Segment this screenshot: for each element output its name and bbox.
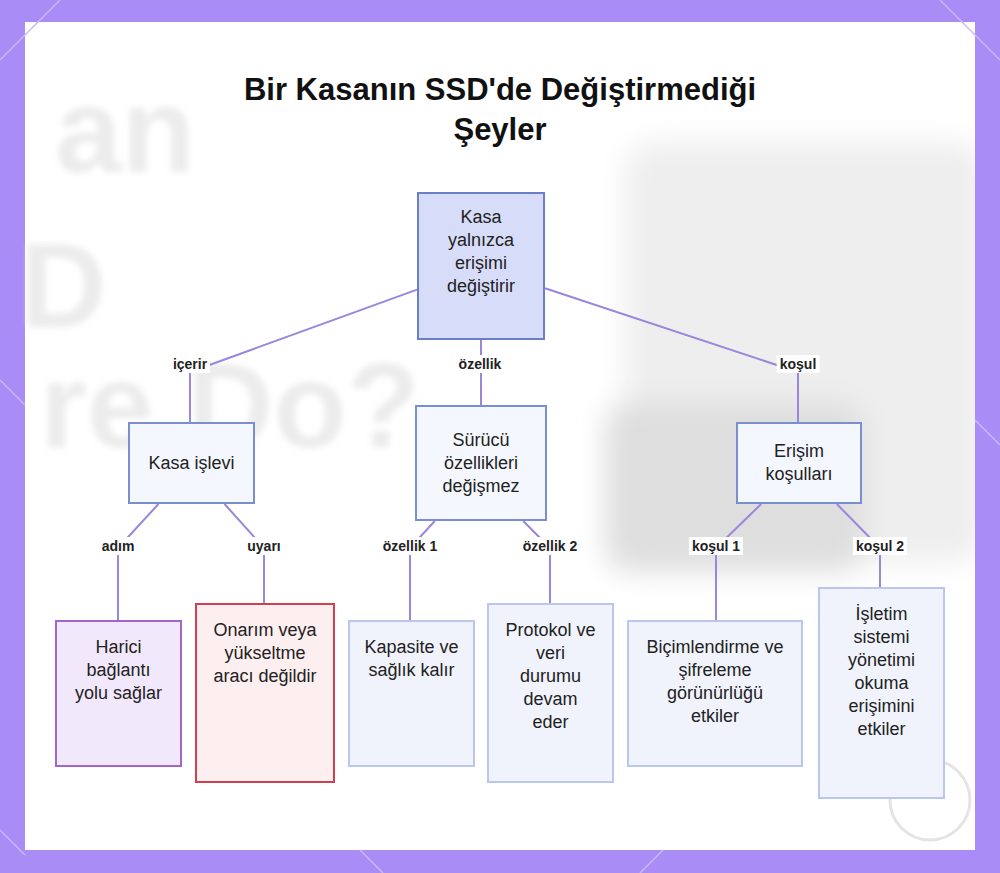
process-box: Protokol ve veri durumu devam eder xyxy=(487,603,614,783)
connector-line xyxy=(545,288,798,422)
process-box: Sürücü özellikleri değişmez xyxy=(415,405,547,521)
box-text: İşletim sistemi yönetimi okuma erişimini… xyxy=(834,603,929,741)
watermark-text: an xyxy=(55,70,195,190)
edge-label: içerir xyxy=(170,355,210,373)
box-text: Kasa işlevi xyxy=(148,452,234,475)
edge-label: uyarı xyxy=(244,537,283,555)
connector-line xyxy=(523,521,550,603)
edge-label: özellik 2 xyxy=(520,537,580,555)
edge-label: özellik xyxy=(456,355,505,373)
box-content: Onarım veya yükseltme aracı değildir xyxy=(211,619,319,688)
box-content: Erişim koşulları xyxy=(752,440,846,486)
box-content: Kasa yalnızca erişimi değiştirir xyxy=(433,206,529,298)
box-text: Harici bağlantı yolu sağlar xyxy=(71,636,166,705)
edge-label: adım xyxy=(99,537,138,555)
process-box: Erişim koşulları xyxy=(736,422,862,504)
process-box: İşletim sistemi yönetimi okuma erişimini… xyxy=(818,587,945,799)
box-text: Kasa yalnızca erişimi değiştirir xyxy=(433,206,529,298)
process-box: Kasa yalnızca erişimi değiştirir xyxy=(417,192,545,340)
process-box: Kapasite ve sağlık kalır xyxy=(348,620,475,767)
box-text: Onarım veya yükseltme aracı değildir xyxy=(211,619,319,688)
edge-label: koşul 1 xyxy=(689,537,743,555)
box-text: Erişim koşulları xyxy=(752,440,846,486)
box-content: İşletim sistemi yönetimi okuma erişimini… xyxy=(834,603,929,741)
connector-line xyxy=(118,504,158,620)
diagram-title: Bir Kasanın SSD'de Değiştirmediği Şeyler xyxy=(210,70,790,150)
connector-line xyxy=(190,290,417,422)
box-content: Kasa işlevi xyxy=(148,452,234,475)
box-text: Kapasite ve sağlık kalır xyxy=(364,636,459,682)
process-box: Kasa işlevi xyxy=(128,422,255,504)
process-box: Onarım veya yükseltme aracı değildir xyxy=(195,603,335,783)
box-content: Sürücü özellikleri değişmez xyxy=(431,429,531,498)
box-text: Sürücü özellikleri değişmez xyxy=(431,429,531,498)
watermark-text: D xyxy=(20,225,107,345)
process-box: Harici bağlantı yolu sağlar xyxy=(55,620,182,767)
process-box: Biçimlendirme ve şifreleme görünürlüğü e… xyxy=(627,620,803,767)
box-text: Biçimlendirme ve şifreleme görünürlüğü e… xyxy=(643,636,787,728)
connector-line xyxy=(716,504,761,620)
box-text: Protokol ve veri durumu devam eder xyxy=(503,619,598,734)
edge-label: koşul 2 xyxy=(853,537,907,555)
box-content: Harici bağlantı yolu sağlar xyxy=(71,636,166,705)
box-content: Biçimlendirme ve şifreleme görünürlüğü e… xyxy=(643,636,787,728)
edge-label: özellik 1 xyxy=(380,537,440,555)
edge-label: koşul xyxy=(777,355,820,373)
box-content: Protokol ve veri durumu devam eder xyxy=(503,619,598,734)
box-content: Kapasite ve sağlık kalır xyxy=(364,636,459,682)
connector-line xyxy=(410,521,435,620)
